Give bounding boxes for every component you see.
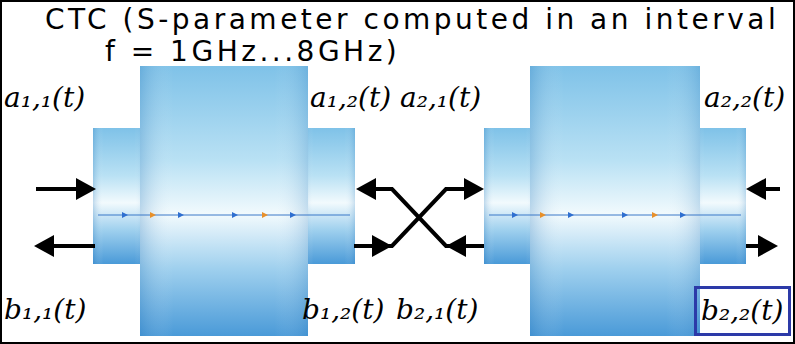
signal-label: b₂,₁(t) [396,292,478,328]
highlight-box: b₂,₂(t) [694,286,791,336]
signal-label: a₂,₁(t) [400,80,481,116]
signal-label: a₁,₂(t) [310,80,391,116]
arrow-heads [34,178,778,257]
title-text: CTC (S-parameter computed in an interval… [45,4,795,68]
wave-arrows [36,189,780,246]
signal-label: b₂,₂(t) [701,293,783,329]
signal-label: a₂,₂(t) [704,80,785,116]
signal-label: a₁,₁(t) [4,80,85,116]
signal-label: b₁,₂(t) [302,292,384,328]
signal-label: b₁,₁(t) [4,292,86,328]
